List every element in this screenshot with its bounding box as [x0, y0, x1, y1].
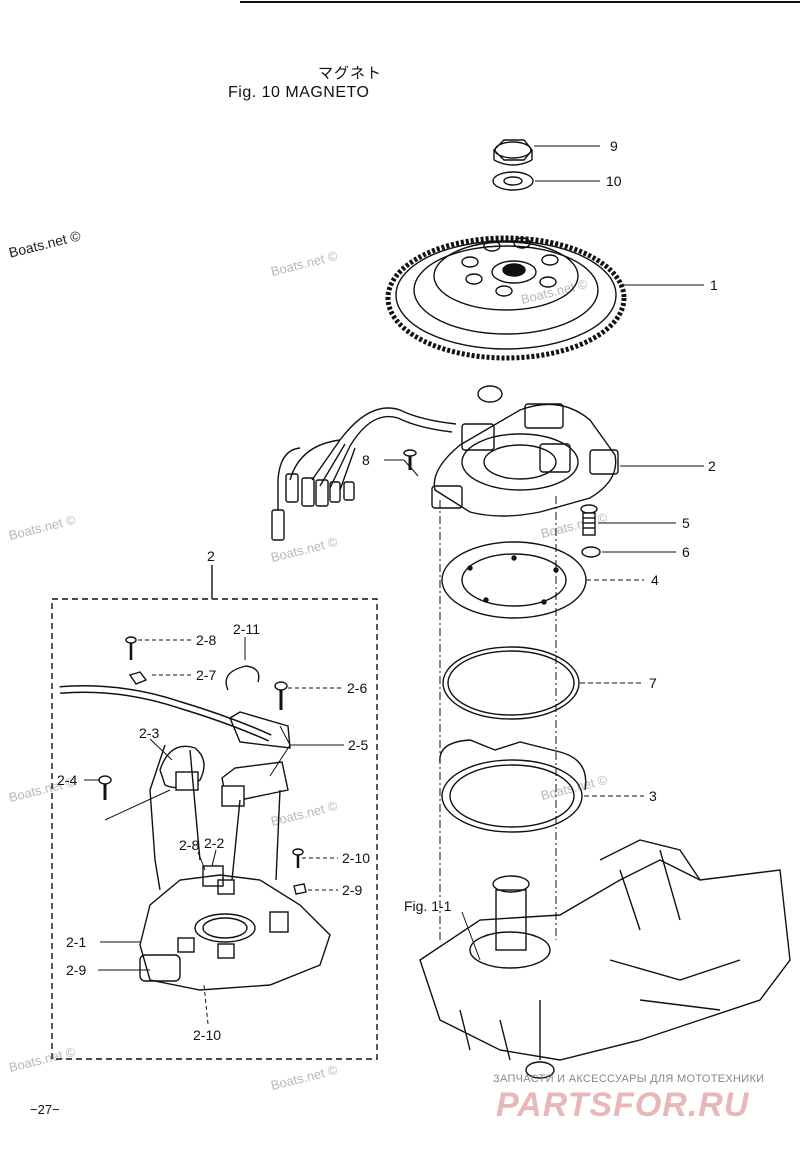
callout-2-8-lower: 2-8: [179, 837, 200, 853]
flywheel-part-1: [385, 235, 627, 361]
stator-assembly-part-2: [271, 385, 619, 541]
callout-10: 10: [606, 173, 622, 189]
callout-9: 9: [610, 138, 618, 154]
callout-2-6: 2-6: [347, 680, 368, 696]
callout-8: 8: [362, 452, 370, 468]
callout-2-10-lower: 2-10: [193, 1027, 222, 1043]
callout-1: 1: [710, 277, 718, 293]
inset-stator-parts: [59, 636, 331, 991]
title-japanese: マグネト: [318, 65, 383, 82]
callout-2: 2: [708, 458, 716, 474]
bolt-part-5: [580, 504, 598, 536]
callout-2-8: 2-8: [196, 632, 217, 648]
inset-box: [51, 598, 378, 1060]
figure-reference: Fig. 1-1: [404, 898, 452, 914]
callout-4: 4: [651, 572, 659, 588]
o-ring-part-7: [442, 646, 580, 720]
callout-2-3: 2-3: [139, 725, 160, 741]
callout-7: 7: [649, 675, 657, 691]
callout-2-7: 2-7: [196, 667, 217, 683]
callout-2-9: 2-9: [342, 882, 363, 898]
callout-2-11: 2-11: [233, 621, 260, 637]
callout-2-1: 2-1: [66, 934, 87, 950]
callout-5: 5: [682, 515, 690, 531]
callout-2-4: 2-4: [57, 772, 78, 788]
callout-inset-2: 2: [207, 548, 215, 564]
brand-subtitle: ЗАПЧАСТИ И АКСЕССУАРЫ ДЛЯ МОТОТЕХНИКИ: [493, 1073, 765, 1085]
callout-2-2: 2-2: [204, 835, 225, 851]
screw-part-8: [403, 449, 417, 470]
callout-2-9-lower: 2-9: [66, 962, 87, 978]
callout-3: 3: [649, 788, 657, 804]
engine-block: [419, 839, 791, 1079]
washer-part-6: [581, 546, 601, 558]
plate-part-4: [441, 541, 587, 619]
leader-lines: [84, 145, 704, 1025]
figure-title: Fig. 10 MAGNETO: [228, 84, 370, 101]
callout-2-10: 2-10: [342, 850, 371, 866]
callout-2-5: 2-5: [348, 737, 369, 753]
callout-6: 6: [682, 544, 690, 560]
brand-logo-text: PARTSFOR.RU: [496, 1086, 750, 1124]
bracket-part-3: [439, 739, 587, 833]
nut-part-9: [493, 139, 533, 166]
washer-part-10: [492, 171, 534, 191]
page-number: −27−: [30, 1102, 60, 1117]
